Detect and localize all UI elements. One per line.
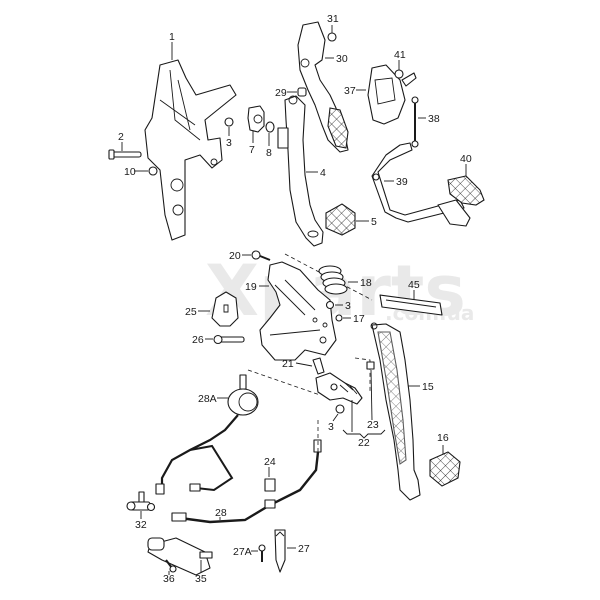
label-20: 20 [229, 250, 241, 262]
leader-3-lower [332, 413, 339, 422]
label-30: 30 [336, 53, 348, 65]
screw-17[interactable] [335, 314, 343, 322]
leader-23 [370, 369, 373, 421]
label-27a: 27A [233, 546, 252, 558]
nut-3-lower[interactable] [335, 404, 345, 414]
leader-21 [295, 362, 313, 367]
clutch-pedal-pad-16[interactable] [429, 451, 461, 487]
stopper-25[interactable] [211, 291, 239, 327]
brake-pedal-arm-4[interactable] [277, 95, 324, 247]
label-24: 24 [264, 456, 276, 468]
pedal-module-37[interactable] [367, 64, 417, 125]
brake-pedal-pad-5[interactable] [325, 203, 356, 236]
accelerator-pedal-30[interactable] [297, 21, 349, 153]
link-rod-38[interactable] [411, 96, 419, 148]
label-10: 10 [124, 166, 136, 178]
label-15: 15 [422, 381, 434, 393]
assembly-line-middle [247, 369, 321, 396]
label-35: 35 [195, 573, 207, 585]
label-3-lower: 3 [328, 421, 334, 433]
hydraulic-line-28a [155, 414, 239, 495]
pin-26[interactable] [213, 334, 245, 345]
label-3-middle: 3 [345, 300, 351, 312]
pedal-bracket[interactable] [144, 59, 237, 241]
label-27: 27 [298, 543, 310, 555]
slave-cylinder-35[interactable] [147, 537, 213, 576]
label-37: 37 [344, 85, 356, 97]
accelerator-pad-40[interactable] [437, 175, 485, 227]
bolt-27a[interactable] [258, 544, 266, 562]
ring-8[interactable] [265, 121, 275, 133]
label-28a: 28A [198, 393, 217, 405]
label-29: 29 [275, 87, 287, 99]
bolt-2[interactable] [108, 149, 142, 160]
nut-3-top[interactable] [224, 117, 234, 127]
label-38: 38 [428, 113, 440, 125]
label-18: 18 [360, 277, 372, 289]
connector-32[interactable] [126, 491, 156, 512]
nut-10[interactable] [148, 166, 158, 176]
screw-36[interactable] [165, 559, 177, 573]
label-5: 5 [371, 216, 377, 228]
label-22: 22 [358, 437, 370, 449]
label-1: 1 [169, 31, 175, 43]
label-31: 31 [327, 13, 339, 25]
label-16: 16 [437, 432, 449, 444]
bracket-27[interactable] [274, 529, 286, 573]
label-2: 2 [118, 131, 124, 143]
bracket-22 [342, 429, 386, 439]
label-8: 8 [266, 147, 272, 159]
label-19: 19 [245, 281, 257, 293]
label-26: 26 [192, 334, 204, 346]
label-40: 40 [460, 153, 472, 165]
clutch-master-cylinder-22[interactable] [312, 357, 363, 405]
clip-24[interactable] [264, 478, 276, 492]
label-7: 7 [249, 144, 255, 156]
nut-31[interactable] [327, 32, 337, 42]
strip-45[interactable] [379, 294, 443, 316]
switch-23[interactable] [354, 357, 375, 392]
clutch-pedal-15[interactable] [370, 322, 421, 501]
nut-3-middle[interactable] [325, 300, 335, 310]
label-4: 4 [320, 167, 326, 179]
label-17: 17 [353, 313, 365, 325]
pipe-28[interactable] [171, 439, 322, 524]
bushing-7[interactable] [247, 105, 265, 133]
label-36: 36 [163, 573, 175, 585]
bolt-20[interactable] [251, 250, 271, 261]
label-39: 39 [396, 176, 408, 188]
label-23: 23 [367, 419, 379, 431]
label-25: 25 [185, 306, 197, 318]
label-28: 28 [215, 507, 227, 519]
spring-18[interactable] [318, 265, 348, 295]
label-45: 45 [408, 279, 420, 291]
screw-29[interactable] [297, 87, 307, 97]
label-41: 41 [394, 49, 406, 61]
label-32: 32 [135, 519, 147, 531]
nut-41[interactable] [394, 69, 404, 79]
release-bearing-28a[interactable] [227, 374, 259, 416]
label-3-top: 3 [226, 137, 232, 149]
clutch-pedal-bracket[interactable] [259, 261, 337, 361]
label-21: 21 [282, 358, 294, 370]
